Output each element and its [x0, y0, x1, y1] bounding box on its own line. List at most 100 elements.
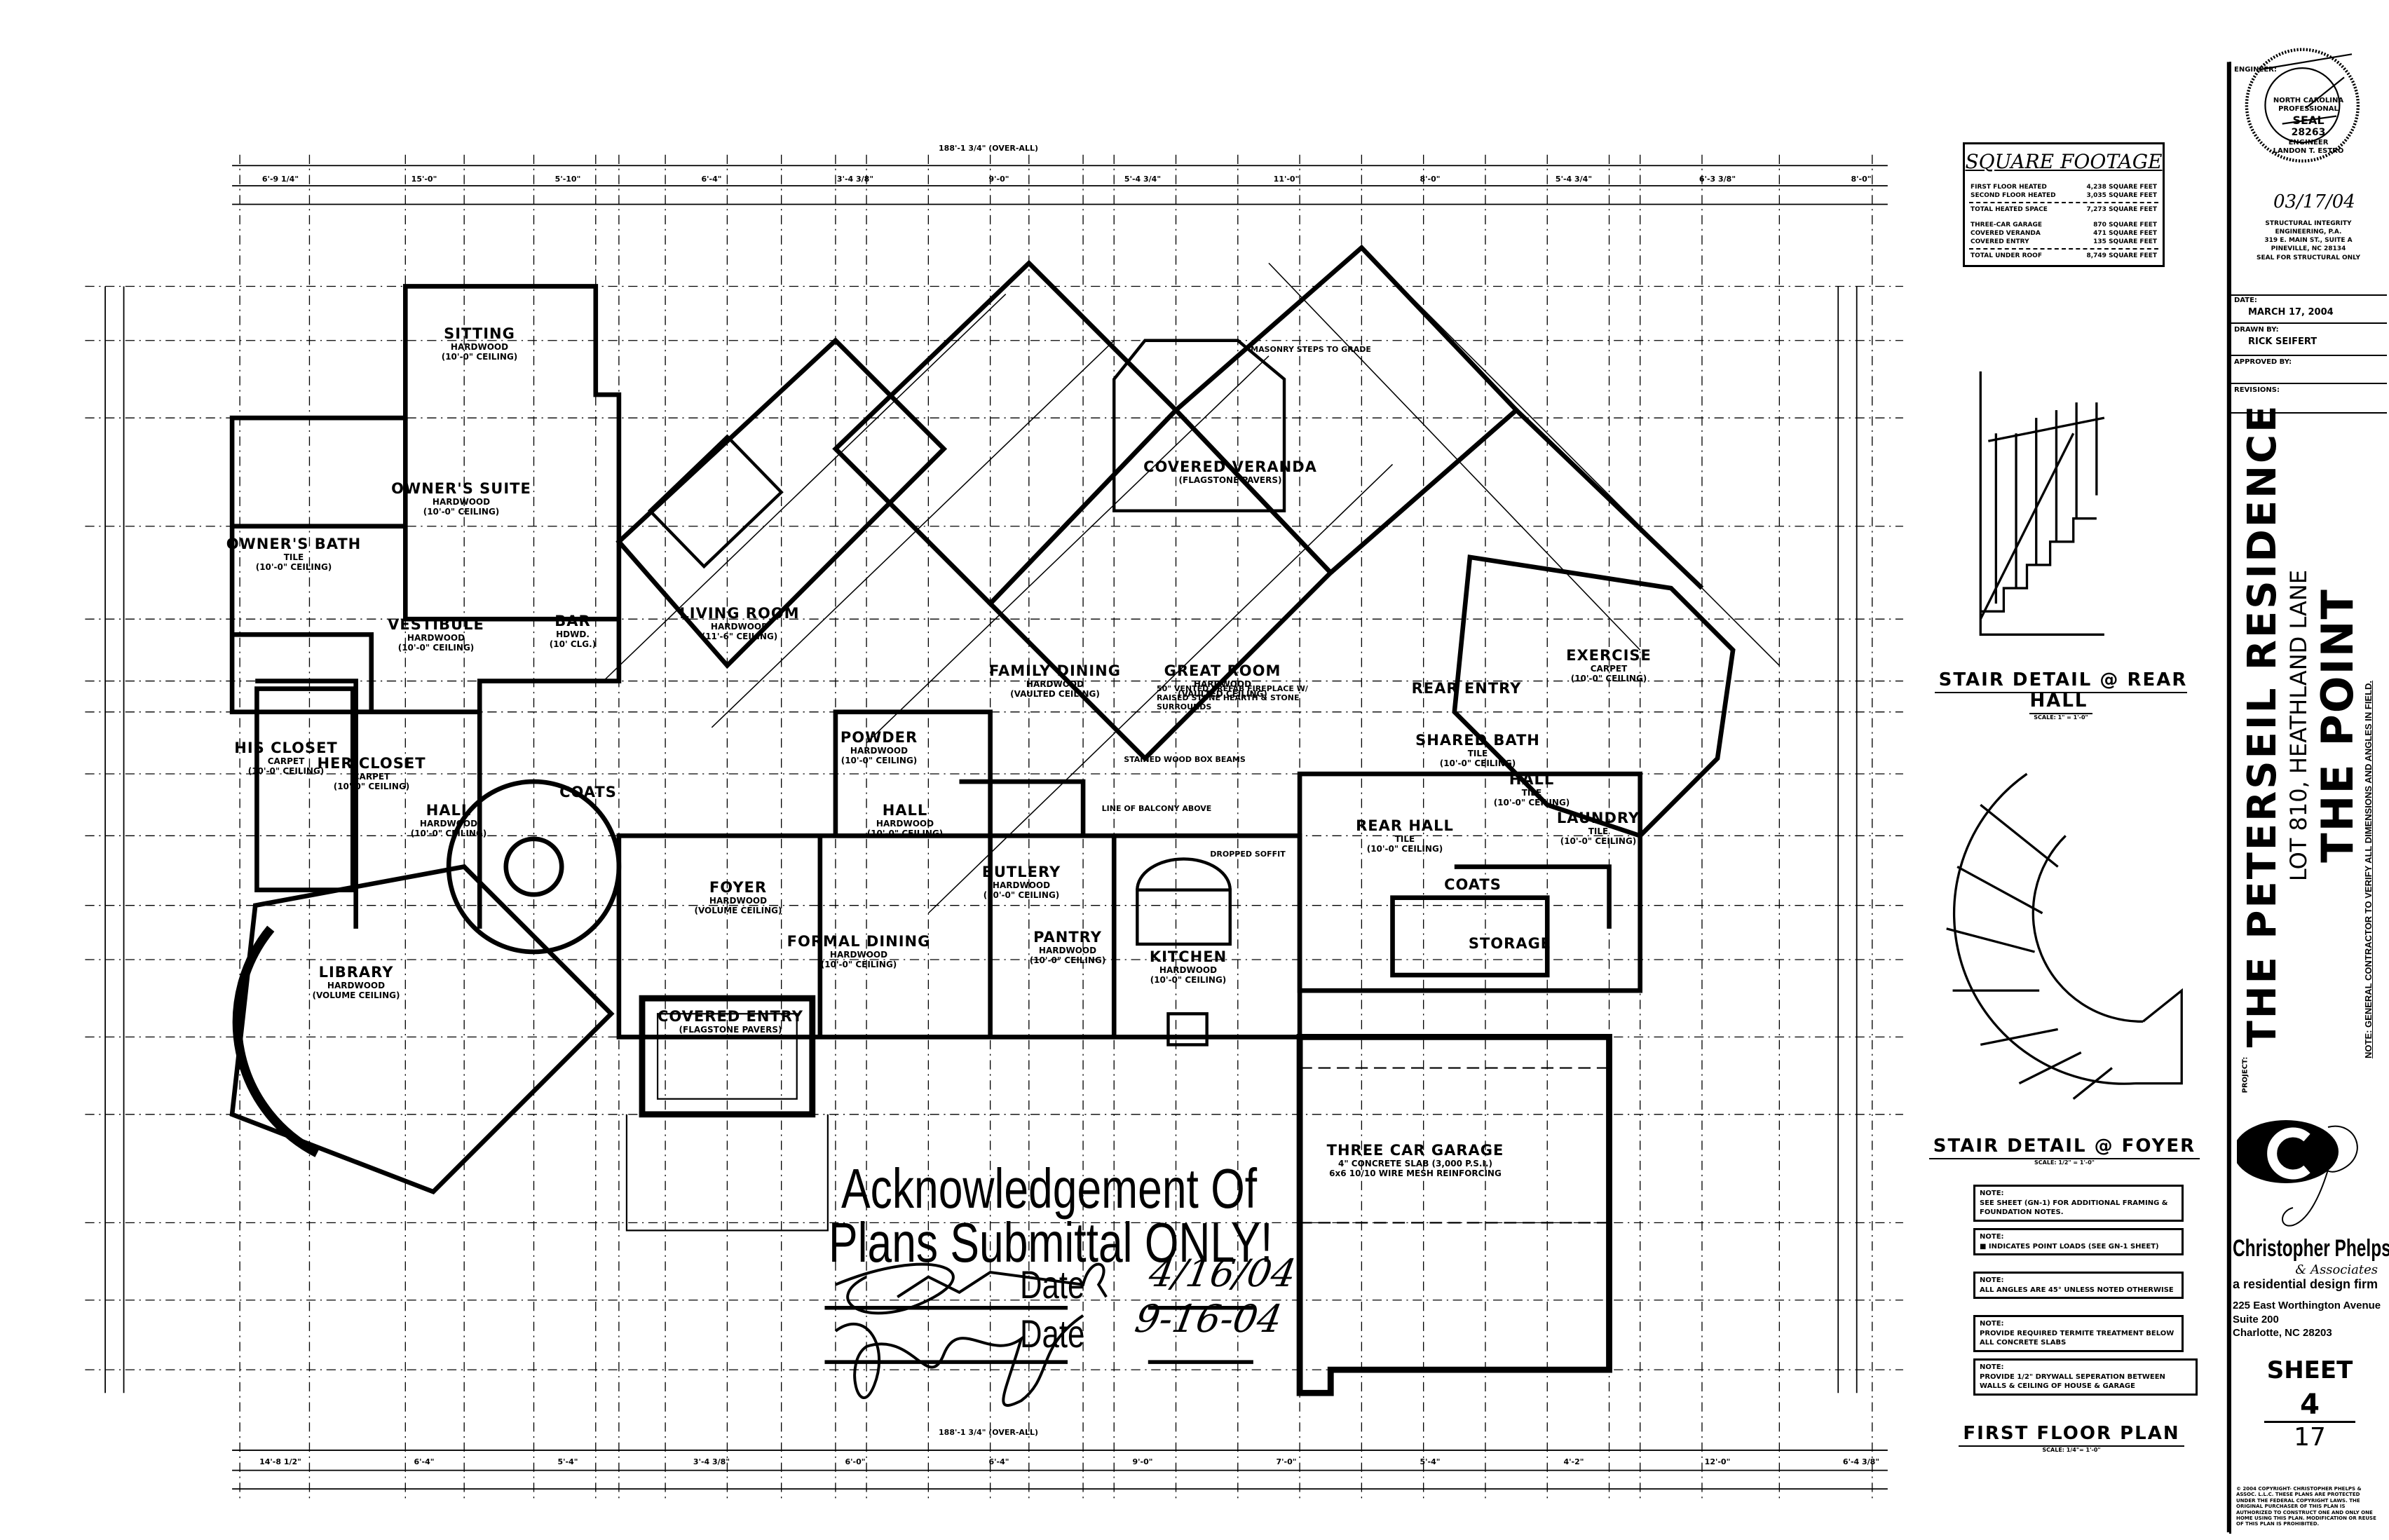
seal-type: ENGINEER [2288, 138, 2329, 146]
seal-number: 28263 [2291, 127, 2326, 139]
square-footage-title: SQUARE FOOTAGE [1965, 150, 2163, 173]
room-name: POWDER [840, 729, 918, 746]
firm-logo [2233, 1113, 2377, 1239]
engineer-firm-line: 319 E. MAIN ST., SUITE A [2264, 237, 2353, 245]
seal-text: NORTH CAROLINA PROFESSIONAL SEAL 28263 E… [2259, 97, 2357, 156]
room-name: BUTLERY [981, 864, 1061, 880]
balcony-note: LINE OF BALCONY ABOVE [1101, 804, 1212, 813]
dimension-label: 6'-4" [701, 175, 722, 184]
project-community: THE POINT [2312, 588, 2363, 863]
diagonal-guides [603, 247, 1780, 914]
room-ceiling: (10'-0" CEILING) [333, 782, 410, 791]
copyright-notice: © 2004 COPYRIGHT- CHRISTOPHER PHELPS & A… [2236, 1486, 2376, 1527]
note-head: NOTE: [1980, 1276, 2004, 1284]
room-floor: HARDWOOD [1159, 965, 1218, 975]
room-name: LAUNDRY [1556, 810, 1640, 826]
room-name: HALL [882, 802, 928, 819]
sqft-row: COVERED VERANDA 471 SQUARE FEET [1965, 229, 2163, 238]
room-floor: HARDWOOD [450, 342, 509, 352]
room-name: FAMILY DINING [989, 662, 1121, 679]
firm-address: 225 East Worthington Avenue Suite 200 Ch… [2233, 1299, 2383, 1340]
room-floor: CARPET [353, 772, 390, 782]
room-ceiling: (10'-0" CEILING) [423, 507, 500, 517]
firm-tagline: a residential design firm [2233, 1277, 2378, 1291]
revisions-section: REVISIONS: [2231, 384, 2387, 414]
dimension-label: 6'-9 1/4" [261, 175, 299, 184]
engineer-section: ENGINEER: NORTH CAROLINA PROFESSIONAL SE… [2231, 62, 2387, 296]
room-ceiling: (VAULTED CEILING) [1010, 689, 1100, 699]
room-name: OWNER'S BATH [226, 536, 362, 552]
approved-by-section: APPROVED BY: [2231, 356, 2387, 384]
detail-title: STAIR DETAIL @ REAR HALL [1934, 669, 2188, 714]
room-name: COATS [559, 784, 617, 800]
room-floor: TILE [283, 552, 304, 562]
engineer-firm-line: ENGINEERING, P.A. [2275, 229, 2342, 236]
room-ceiling: (10'-0" CEILING) [866, 829, 944, 838]
detail-title: STAIR DETAIL @ FOYER [1928, 1136, 2200, 1159]
dimension-label: 4'-2" [1563, 1457, 1584, 1466]
sqft-value: 7,273 SQUARE FEET [2086, 206, 2157, 213]
room-ceiling: (10'-0" CEILING) [410, 829, 487, 838]
note-text: ■ INDICATES POINT LOADS (SEE GN-1 SHEET) [1980, 1242, 2159, 1251]
seal-name: LANDON T. ESTRO [2273, 146, 2344, 155]
beam-note: STAINED WOOD BOX BEAMS [1124, 755, 1246, 764]
room-floor: TILE [1588, 826, 1609, 836]
project-lot: LOT 810, HEATHLAND LANE [2285, 569, 2312, 882]
room-floor: TILE [1394, 834, 1415, 844]
divider [1969, 202, 2158, 203]
sqft-value: 471 SQUARE FEET [2093, 230, 2157, 237]
handwritten-date-2: 9-16-04 [1131, 1297, 1286, 1341]
note-head: NOTE: [1980, 1190, 2004, 1197]
walls [229, 244, 1736, 1396]
sqft-label: FIRST FLOOR HEATED [1971, 184, 2047, 191]
drawn-by-section: DRAWN BY: RICK SEIFERT [2231, 324, 2387, 356]
detail-scale: SCALE: 1/2" = 1'-0" [2034, 1159, 2095, 1166]
dimension-label: 15'-0" [411, 175, 437, 184]
room-name: FOYER [709, 879, 768, 896]
room-name: COVERED VERANDA [1143, 458, 1317, 475]
overall-dimension-bottom: 188'-1 3/4" (OVER-ALL) [939, 1428, 1038, 1437]
stamp-date-label-1: Date [1020, 1262, 1085, 1307]
room-floor: HARDWOOD [710, 622, 769, 632]
room-floor: HARDWOOD [432, 497, 491, 507]
address-line: Charlotte, NC 28203 [2233, 1327, 2332, 1339]
room-ceiling: (10'-0" CEILING) [1570, 674, 1647, 683]
engineer-firm-line: SEAL FOR STRUCTURAL ONLY [2256, 254, 2361, 261]
plan-scale: SCALE: 1/4"= 1'-0" [2042, 1447, 2101, 1453]
room-floor: HARDWOOD [876, 819, 934, 829]
stamp-line-2: Plans Submittal ONLY! [829, 1211, 1273, 1274]
sqft-label: COVERED VERANDA [1971, 230, 2041, 237]
dimension-label: 6'-4" [988, 1457, 1009, 1466]
sqft-label: TOTAL HEATED SPACE [1971, 206, 2048, 213]
room-name: HALL [1509, 771, 1555, 788]
fireplace-note: 50" VENTED PREFAB FIREPLACE W/ RAISED ST… [1157, 684, 1308, 711]
room-floor: HARDWOOD [1026, 679, 1084, 689]
drawn-by-value: RICK SEIFERT [2248, 336, 2317, 347]
plan-note: NOTE:PROVIDE REQUIRED TERMITE TREATMENT … [1973, 1315, 2184, 1352]
room-ceiling: (10'-0" CEILING) [840, 756, 918, 765]
room-floor: HARDWOOD [709, 896, 768, 906]
dimension-label: 8'-0" [1851, 175, 1872, 184]
firm-suffix: & Associates [2295, 1262, 2378, 1277]
